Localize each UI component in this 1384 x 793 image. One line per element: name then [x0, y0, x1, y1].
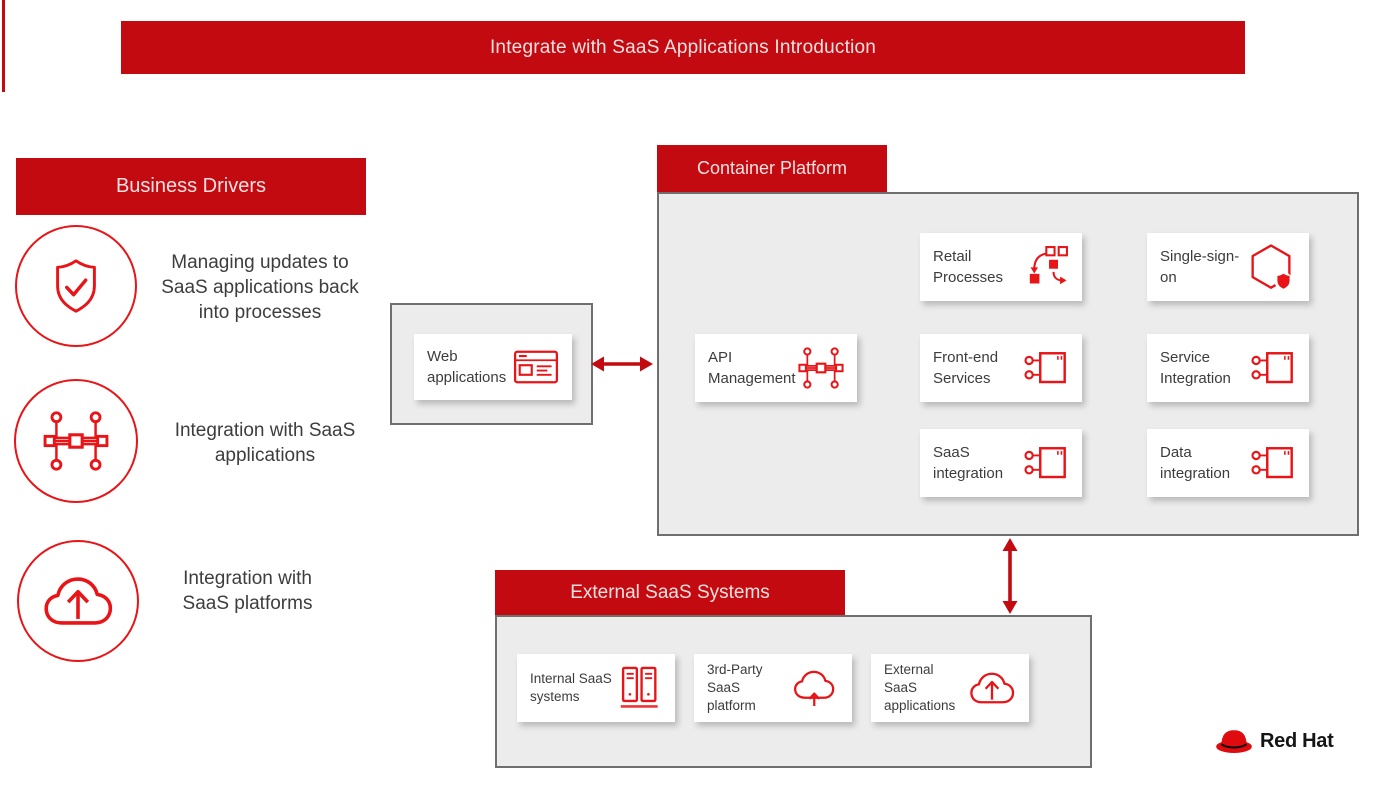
web-applications-label: Web applications [427, 348, 507, 386]
double-arrow-horizontal-icon [591, 353, 653, 375]
browser-window-icon [513, 350, 559, 384]
redhat-logo-text: Red Hat [1260, 729, 1334, 752]
redhat-logo: Red Hat [1213, 726, 1334, 756]
cloud-upload-icon [968, 664, 1016, 712]
driver-circle-3 [17, 540, 139, 662]
card-label: API Management [708, 349, 796, 387]
card-label: SaaS integration [933, 444, 1004, 482]
card-label: External SaaS applications [884, 662, 956, 713]
driver-text-1: Managing updates to SaaS applications ba… [161, 252, 359, 324]
title-banner: Integrate with SaaS Applications Introdu… [121, 21, 1245, 74]
business-drivers-header-text: Business Drivers [115, 175, 267, 197]
redhat-fedora-icon [1213, 726, 1255, 756]
container-platform-box: Retail Processes Single-sign-on API Mana… [657, 192, 1359, 536]
card-label: Data integration [1160, 444, 1231, 482]
card-label: Retail Processes [933, 248, 1004, 286]
card-single-sign-on: Single-sign-on [1147, 233, 1309, 301]
card-label: Internal SaaS systems [530, 671, 612, 704]
card-label: Service Integration [1160, 349, 1231, 387]
business-drivers-header: Business Drivers [16, 158, 366, 215]
shield-check-icon [45, 255, 107, 317]
container-platform-header: Container Platform [657, 145, 887, 192]
card-data-integration: Data integration [1147, 429, 1309, 497]
card-label: Front-end Services [933, 349, 999, 387]
driver-text-3: Integration with SaaS platforms [182, 568, 313, 615]
card-retail-processes: Retail Processes [920, 233, 1082, 301]
integration-network-icon [43, 408, 109, 474]
card-label: 3rd-Party SaaS platform [707, 662, 763, 713]
driver-text-2: Integration with SaaS applications [174, 420, 356, 467]
title-banner-text: Integrate with SaaS Applications Introdu… [489, 36, 877, 58]
card-internal-saas-systems: Internal SaaS systems [517, 654, 675, 722]
server-racks-icon [618, 666, 662, 710]
container-platform-header-text: Container Platform [696, 158, 848, 178]
external-saas-header: External SaaS Systems [495, 570, 845, 615]
card-third-party-saas-platform: 3rd-Party SaaS platform [694, 654, 852, 722]
microservice-container-icon [1250, 349, 1296, 387]
driver-circle-1 [15, 225, 137, 347]
cloud-platform-icon [791, 664, 839, 712]
double-arrow-vertical-icon [999, 538, 1021, 614]
external-saas-box: Internal SaaS systems 3rd-Party SaaS pla… [495, 615, 1092, 768]
card-api-management: API Management [695, 334, 857, 402]
driver-circle-2 [14, 379, 138, 503]
card-front-end-services: Front-end Services [920, 334, 1082, 402]
card-service-integration: Service Integration [1147, 334, 1309, 402]
single-sign-on-hexagon-icon [1246, 242, 1296, 292]
web-applications-box: Web applications [390, 303, 593, 425]
web-applications-card: Web applications [414, 334, 572, 400]
api-network-icon [798, 345, 844, 391]
microservice-container-icon [1250, 444, 1296, 482]
card-external-saas-applications: External SaaS applications [871, 654, 1029, 722]
microservice-container-icon [1023, 444, 1069, 482]
page-edge-accent [2, 0, 5, 92]
external-saas-header-text: External SaaS Systems [570, 581, 770, 603]
card-label: Single-sign-on [1160, 248, 1240, 286]
process-automation-icon [1025, 245, 1069, 289]
cloud-upload-icon [41, 564, 115, 638]
microservice-container-icon [1023, 349, 1069, 387]
card-saas-integration: SaaS integration [920, 429, 1082, 497]
